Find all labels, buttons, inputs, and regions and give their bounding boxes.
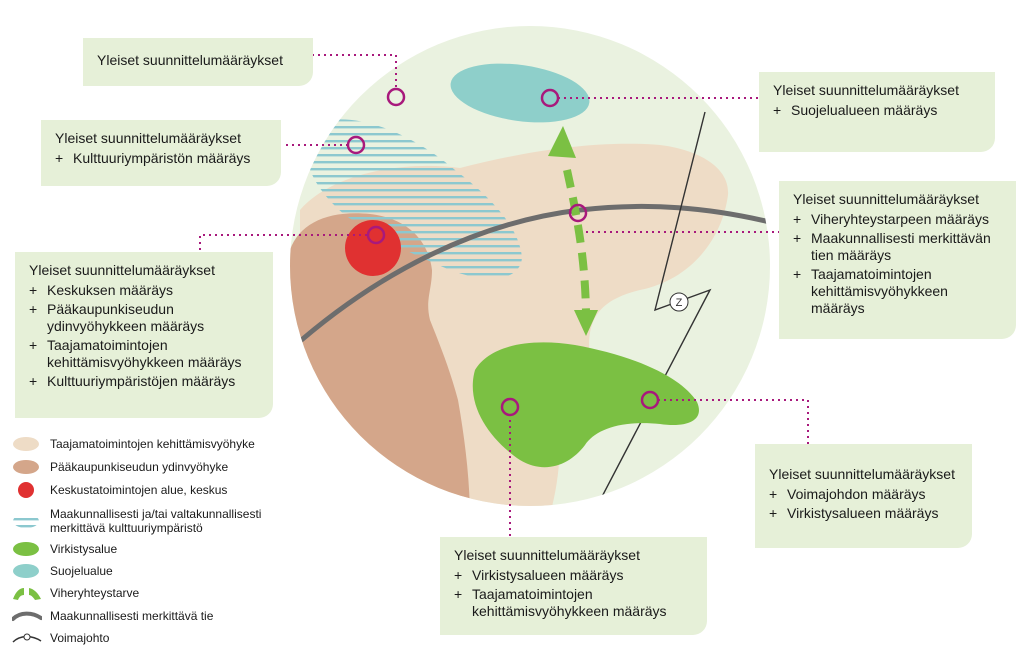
legend-row-kulttuuri: Maakunnallisesti ja/tai valtakunnallises… xyxy=(12,506,312,536)
callout-item: Virkistysalueen määräys xyxy=(454,567,693,584)
legend-swatch-tie xyxy=(12,611,42,621)
legend-label: Viheryhteystarve xyxy=(50,586,140,600)
callout-item: Keskuksen määräys xyxy=(29,282,259,299)
legend-row-keskus: Keskustatoimintojen alue, keskus xyxy=(12,480,312,500)
callout-left-culture: Yleiset suunnittelumääräykset Kulttuuriy… xyxy=(41,120,281,186)
callout-top-right: Yleiset suunnittelumääräykset Suojelualu… xyxy=(759,72,995,152)
legend-swatch-suojelu xyxy=(13,564,39,578)
callout-title: Yleiset suunnittelumääräykset xyxy=(454,547,640,563)
legend-label: Virkistysalue xyxy=(50,542,118,556)
callout-title: Yleiset suunnittelumääräykset xyxy=(793,191,979,207)
legend-label: Maakunnallisesti ja/tai valtakunnallises… xyxy=(50,507,262,535)
callout-title: Yleiset suunnittelumääräykset xyxy=(29,262,215,278)
legend-swatch-virkistys xyxy=(13,542,39,556)
legend-row-tie: Maakunnallisesti merkittävä tie xyxy=(12,606,312,626)
legend-row-suojelu: Suojelualue xyxy=(12,561,312,581)
callout-item: Voimajohdon määräys xyxy=(769,486,958,503)
callout-item: Maakunnallisesti merkittävän tien määräy… xyxy=(793,230,1002,264)
legend-swatch-keskus xyxy=(18,482,34,498)
viheryhteys-arrow xyxy=(548,126,598,336)
power-line-symbol xyxy=(669,292,689,312)
callout-right-mid: Yleiset suunnittelumääräykset Viheryhtey… xyxy=(779,181,1016,339)
legend-label: Voimajohto xyxy=(50,631,110,645)
callout-left-center: Yleiset suunnittelumääräykset Keskuksen … xyxy=(15,252,273,418)
legend-label: Maakunnallisesti merkittävä tie xyxy=(50,609,214,623)
callout-item: Suojelualueen määräys xyxy=(773,102,981,119)
callout-title: Yleiset suunnittelumääräykset xyxy=(97,52,283,68)
callout-right-bottom: Yleiset suunnittelumääräykset Voimajohdo… xyxy=(755,444,972,548)
callout-item: Viheryhteystarpeen määräys xyxy=(793,211,1002,228)
callout-title: Yleiset suunnittelumääräykset xyxy=(769,466,955,482)
callout-item: Taajamatoimintojen kehittämisvyöhykkeen … xyxy=(29,337,259,371)
legend-swatch-kulttuuri xyxy=(13,514,39,528)
callout-title: Yleiset suunnittelumääräykset xyxy=(55,130,241,146)
legend-row-viheryhteys: Viheryhteystarve xyxy=(12,583,312,603)
legend-label: Keskustatoimintojen alue, keskus xyxy=(50,483,228,497)
legend-swatch-taajama xyxy=(13,437,39,451)
callout-item: Kulttuuriympäristön määräys xyxy=(55,150,267,167)
power-line-symbol-label: Z xyxy=(676,297,683,309)
legend-swatch-viheryhteys xyxy=(13,588,41,600)
legend-row-voimajohto: Voimajohto xyxy=(12,628,312,648)
callout-top-left: Yleiset suunnittelumääräykset xyxy=(83,38,313,86)
callout-item: Pääkaupunkiseudun ydinvyöhykkeen määräys xyxy=(29,301,259,335)
legend-row-ydinvyohyke: Pääkaupunkiseudun ydinvyöhyke xyxy=(12,457,312,477)
legend-swatch-voimajohto xyxy=(12,633,42,643)
legend-label: Suojelualue xyxy=(50,564,113,578)
virkistys-zone xyxy=(472,342,699,468)
callout-item: Virkistysalueen määräys xyxy=(769,505,958,522)
road-line xyxy=(290,203,770,353)
callout-title: Yleiset suunnittelumääräykset xyxy=(773,82,959,98)
callout-bottom-center: Yleiset suunnittelumääräykset Virkistysa… xyxy=(440,537,707,635)
legend-row-virkistys: Virkistysalue xyxy=(12,539,312,559)
leader-lines xyxy=(199,54,809,537)
callout-item: Taajamatoimintojen kehittämisvyöhykkeen … xyxy=(454,586,693,620)
callout-item: Kulttuuriympäristöjen määräys xyxy=(29,373,259,390)
suojelu-zone xyxy=(450,63,590,123)
legend-swatch-ydinvyohyke xyxy=(13,460,39,474)
leader-markers xyxy=(346,87,660,417)
legend-label: Pääkaupunkiseudun ydinvyöhyke xyxy=(50,460,229,474)
legend-label: Taajamatoimintojen kehittämisvyöhyke xyxy=(50,437,255,451)
legend-row-taajama: Taajamatoimintojen kehittämisvyöhyke xyxy=(12,434,312,454)
callout-item: Taajamatoimintojen kehittämisvyöhykkeen … xyxy=(793,266,1002,317)
